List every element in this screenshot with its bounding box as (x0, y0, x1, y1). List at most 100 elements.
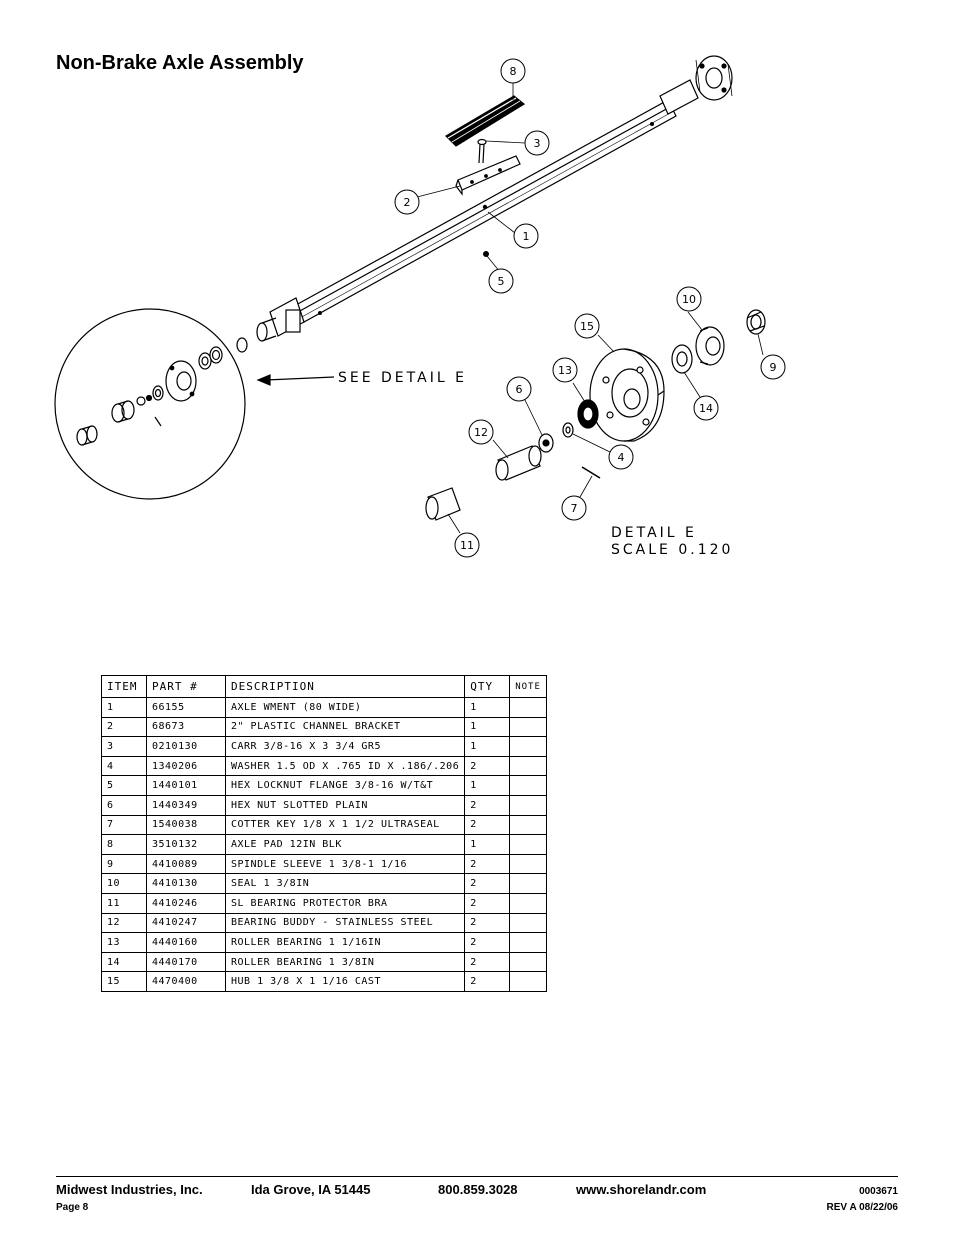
balloon-13: 13 (558, 364, 572, 377)
axle-assembly-drawing: 8 3 2 1 5 10 15 9 13 6 14 12 4 7 11 SEE … (54, 55, 786, 558)
cell-qty: 2 (464, 892, 511, 914)
cell-qty: 2 (464, 853, 511, 875)
balloon-11: 11 (460, 539, 474, 552)
cell-description: HEX NUT SLOTTED PLAIN (224, 794, 466, 816)
cell-description: AXLE WMENT (80 WIDE) (224, 697, 466, 718)
balloon-5: 5 (498, 275, 505, 288)
cell-part: 0210130 (146, 736, 226, 757)
cell-item: 8 (101, 834, 147, 855)
cell-part: 3510132 (146, 834, 226, 855)
cell-qty: 1 (464, 834, 511, 855)
cell-part: 4410246 (146, 892, 226, 914)
cell-description: 2" PLASTIC CHANNEL BRACKET (224, 716, 466, 738)
balloon-15: 15 (580, 320, 594, 333)
cell-description: HEX LOCKNUT FLANGE 3/8-16 W/T&T (224, 775, 466, 796)
cell-description: SEAL 1 3/8IN (224, 873, 466, 894)
cell-part: 1340206 (146, 755, 226, 777)
balloon-12: 12 (474, 426, 488, 439)
cell-note (509, 892, 547, 914)
locknut-mark (483, 251, 490, 258)
cell-note (509, 873, 547, 894)
cell-note (509, 697, 547, 718)
cell-note (509, 755, 547, 777)
cell-item: 6 (101, 794, 147, 816)
cell-qty: 1 (464, 736, 511, 757)
cell-item: 1 (101, 697, 147, 718)
cell-qty: 2 (464, 951, 511, 973)
cell-qty: 1 (464, 697, 511, 718)
cell-note (509, 834, 547, 855)
cell-part: 1440349 (146, 794, 226, 816)
header-description: DESCRIPTION (224, 675, 466, 698)
footer-revision: REV A 08/22/06 (826, 1202, 898, 1213)
header-qty: QTY (464, 675, 511, 698)
cell-item: 12 (101, 912, 147, 934)
table-header-row: ITEM PART # DESCRIPTION QTY NOTE (101, 675, 547, 698)
carriage-bolt (477, 138, 487, 164)
cell-qty: 1 (464, 775, 511, 796)
balloon-7: 7 (571, 502, 578, 515)
see-detail-label: SEE DETAIL E (338, 370, 467, 386)
footer-company: Midwest Industries, Inc. (56, 1182, 203, 1197)
cell-part: 4410247 (146, 912, 226, 934)
cell-qty: 2 (464, 814, 511, 836)
balloon-4: 4 (618, 451, 625, 464)
cell-description: SPINDLE SLEEVE 1 3/8-1 1/16 (224, 853, 466, 875)
detail-leader (256, 374, 335, 386)
cell-qty: 2 (464, 873, 511, 894)
cell-qty: 2 (464, 794, 511, 816)
axle-pad (445, 95, 526, 147)
exploded-parts (425, 309, 766, 521)
cell-part: 68673 (146, 716, 226, 738)
balloon-6: 6 (516, 383, 523, 396)
footer-page: Page 8 (56, 1202, 89, 1213)
cell-description: WASHER 1.5 OD X .765 ID X .186/.206 (224, 755, 466, 777)
cell-note (509, 716, 547, 738)
cell-qty: 2 (464, 932, 511, 953)
balloon-1: 1 (523, 230, 530, 243)
cell-description: COTTER KEY 1/8 X 1 1/2 ULTRASEAL (224, 814, 466, 836)
page-title: Non-Brake Axle Assembly (56, 52, 304, 74)
balloon-8: 8 (510, 65, 517, 78)
cell-qty: 1 (464, 716, 511, 738)
header-note: NOTE (509, 675, 547, 698)
cell-part: 4470400 (146, 971, 226, 992)
cell-item: 5 (101, 775, 147, 796)
cell-qty: 2 (464, 912, 511, 934)
cell-item: 3 (101, 736, 147, 757)
cell-part: 4440170 (146, 951, 226, 973)
cell-note (509, 932, 547, 953)
balloon-9: 9 (770, 361, 777, 374)
cell-description: SL BEARING PROTECTOR BRA (224, 892, 466, 914)
footer-city: Ida Grove, IA 51445 (251, 1182, 371, 1197)
cell-description: AXLE PAD 12IN BLK (224, 834, 466, 855)
cell-item: 11 (101, 892, 147, 914)
cell-item: 15 (101, 971, 147, 992)
footer-website: www.shorelandr.com (576, 1182, 707, 1197)
cell-qty: 2 (464, 971, 511, 992)
cell-description: ROLLER BEARING 1 1/16IN (224, 932, 466, 953)
header-item: ITEM (101, 675, 147, 698)
cell-note (509, 794, 547, 816)
cell-description: CARR 3/8-16 X 3 3/4 GR5 (224, 736, 466, 757)
cell-note (509, 775, 547, 796)
left-spindle (236, 297, 305, 353)
cell-note (509, 736, 547, 757)
footer-divider (56, 1176, 898, 1177)
cell-part: 4440160 (146, 932, 226, 953)
cell-item: 7 (101, 814, 147, 836)
cell-part: 1540038 (146, 814, 226, 836)
cell-item: 10 (101, 873, 147, 894)
